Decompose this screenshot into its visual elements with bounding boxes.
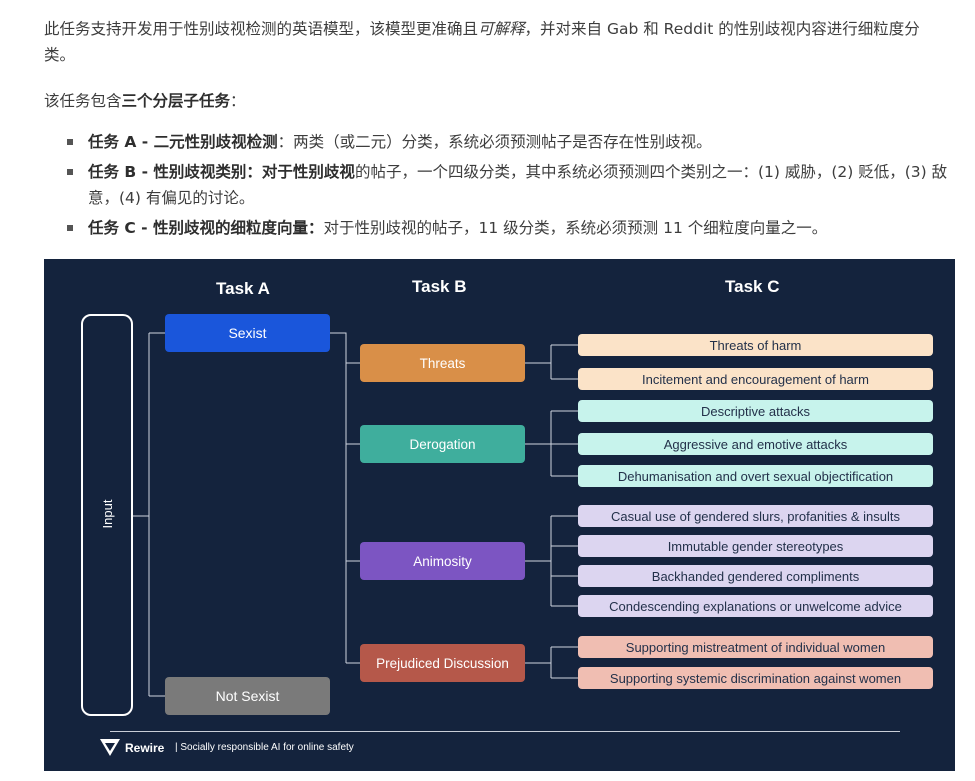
task-c-item-1: Threats of harm	[578, 334, 933, 356]
subtasks-strong: 三个分层子任务	[121, 92, 231, 110]
task-a-desc: 两类（或二元）分类，系统必须预测帖子是否存在性别歧视。	[293, 133, 712, 151]
task-b-animosity: Animosity	[360, 542, 525, 580]
task-b-prejudiced-discussion: Prejudiced Discussion	[360, 644, 525, 682]
task-a-header: Task A	[216, 279, 270, 298]
task-c-item-5: Dehumanisation and overt sexual objectif…	[578, 465, 933, 487]
list-item: 任务 B - 性别歧视类别：对于性别歧视的帖子，一个四级分类，其中系统必须预测四…	[44, 159, 949, 211]
intro-paragraph: 此任务支持开发用于性别歧视检测的英语模型，该模型更准确且可解释，并对来自 Gab…	[44, 16, 949, 68]
task-b-threats: Threats	[360, 344, 525, 382]
task-c-item-10: Supporting mistreatment of individual wo…	[578, 636, 933, 658]
bullet-icon	[67, 169, 73, 175]
task-c-desc: 对于性别歧视的帖子，11 级分类，系统必须预测 11 个细粒度向量之一。	[323, 219, 828, 237]
rewire-logo-icon	[100, 739, 120, 756]
list-item: 任务 C - 性别歧视的细粒度向量：对于性别歧视的帖子，11 级分类，系统必须预…	[44, 215, 949, 241]
taxonomy-figure: Task A Task B Task C Input Sexist Not Se…	[44, 259, 955, 771]
task-c-item-2: Incitement and encouragement of harm	[578, 368, 933, 390]
task-c-title: 任务 C - 性别歧视的细粒度向量：	[88, 219, 324, 237]
task-c-item-4: Aggressive and emotive attacks	[578, 433, 933, 455]
task-c-item-3: Descriptive attacks	[578, 400, 933, 422]
task-b-title: 任务 B - 性别歧视类别：对于性别歧视	[88, 163, 355, 181]
task-c-item-6: Casual use of gendered slurs, profanitie…	[578, 505, 933, 527]
intro-emphasis: 可解释	[478, 20, 525, 38]
bullet-icon	[67, 225, 73, 231]
input-box	[81, 314, 133, 716]
subtasks-intro: 该任务包含三个分层子任务：	[44, 88, 246, 114]
bullet-icon	[67, 139, 73, 145]
list-item: 任务 A - 二元性别歧视检测：两类（或二元）分类，系统必须预测帖子是否存在性别…	[44, 129, 949, 155]
subtasks-text-a: 该任务包含	[44, 92, 122, 110]
task-b-desc: 的帖子，一个四级分类，其中系统必须预测四个类别之一：(1) 威胁，(2) 贬低，…	[88, 163, 948, 207]
task-b-derogation: Derogation	[360, 425, 525, 463]
task-list: 任务 A - 二元性别歧视检测：两类（或二元）分类，系统必须预测帖子是否存在性别…	[44, 129, 949, 245]
task-a-title: 任务 A - 二元性别歧视检测	[88, 133, 278, 151]
input-label: Input	[99, 499, 115, 529]
connector-lines	[133, 332, 578, 697]
task-a-not-sexist: Not Sexist	[165, 677, 330, 715]
intro-text-a: 此任务支持开发用于性别歧视检测的英语模型，该模型更准确且	[44, 20, 479, 38]
task-c-item-9: Condescending explanations or unwelcome …	[578, 595, 933, 617]
subtasks-text-b: ：	[230, 92, 246, 110]
task-a-sexist: Sexist	[165, 314, 330, 352]
intro-text-b: ，并对来自 Gab 和 Reddit 的性别歧视内容进行细粒度分类。	[44, 20, 920, 64]
task-b-header: Task B	[412, 277, 467, 296]
footer-brand: Rewire	[125, 741, 165, 755]
footer-divider	[110, 731, 900, 732]
task-c-item-8: Backhanded gendered compliments	[578, 565, 933, 587]
task-c-header: Task C	[725, 277, 780, 296]
task-c-item-7: Immutable gender stereotypes	[578, 535, 933, 557]
task-c-item-11: Supporting systemic discrimination again…	[578, 667, 933, 689]
footer-tagline: | Socially responsible AI for online saf…	[175, 742, 354, 753]
task-a-sep: ：	[277, 133, 294, 151]
